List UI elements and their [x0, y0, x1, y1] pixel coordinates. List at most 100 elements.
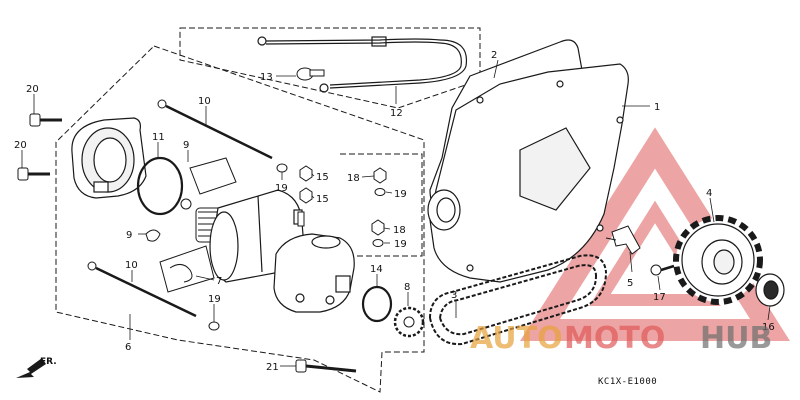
cable-terminal-end-b	[319, 83, 329, 93]
drive-sprocket	[393, 306, 425, 338]
callout-19-c: 19	[394, 239, 407, 250]
leader-7	[195, 275, 215, 281]
bolt-20-lower-head	[17, 167, 29, 181]
oil-seal-inner	[763, 280, 779, 300]
callout-9-lower: 9	[126, 230, 132, 241]
callout-19-b: 19	[394, 189, 407, 200]
bolt-20-lower	[17, 167, 50, 181]
leader-5	[629, 251, 633, 273]
cable-bolt-shank	[309, 69, 325, 77]
bolt-17-head	[650, 264, 662, 276]
long-bolt-lower	[87, 261, 197, 318]
long-bolt-upper	[157, 99, 273, 160]
brush-set-wire	[169, 264, 193, 283]
leader-15b	[311, 195, 315, 199]
chain-guide	[605, 225, 641, 255]
nut-15-a	[299, 165, 313, 182]
callout-20-lower: 20	[14, 140, 27, 151]
bolt-20-upper	[29, 113, 62, 127]
long-bolt-lower-head	[87, 261, 97, 271]
washer-19-a	[276, 163, 288, 173]
long-bolt-upper-head	[157, 99, 167, 109]
cover-hole-c	[616, 116, 624, 124]
brush-clip	[145, 229, 161, 242]
bolt-17	[650, 264, 675, 276]
callout-19-a: 19	[275, 183, 288, 194]
chain-upper-run	[429, 254, 607, 319]
leader-2	[493, 59, 499, 79]
oil-seal	[755, 273, 785, 307]
front-direction-indicator: FR.	[16, 357, 57, 378]
bolt-21	[295, 359, 357, 373]
front-housing-boss-b	[325, 295, 335, 305]
cable-bolt	[296, 67, 325, 81]
cover-hole-d	[466, 264, 474, 272]
callout-20-upper: 20	[26, 84, 39, 95]
stud-bolt	[297, 211, 305, 227]
leader-4	[709, 197, 715, 223]
starter-group-outline	[55, 45, 425, 393]
cover-hole-a	[476, 96, 484, 104]
callout-18-upper: 18	[347, 173, 360, 184]
front-housing-shaft	[335, 275, 351, 293]
chain-guide-plate	[611, 225, 641, 255]
callout-10-upper: 10	[198, 96, 211, 107]
callout-14: 14	[370, 264, 383, 275]
group-outlines	[55, 27, 481, 393]
watermark-text: AUTO MOTO HUB	[470, 321, 772, 356]
callout-17: 17	[653, 292, 666, 303]
chain-lower-run	[429, 271, 607, 346]
leader-lines	[21, 59, 771, 367]
cable-wire-upper-2	[265, 41, 441, 45]
driven-sprocket	[673, 215, 763, 305]
cable-bend	[329, 39, 468, 89]
cable-wire-upper	[265, 38, 441, 42]
washer-19-b	[208, 321, 220, 331]
brush-holder	[145, 157, 237, 242]
bolt-21-head	[295, 359, 307, 373]
starter-end-cover	[71, 117, 147, 199]
callout-6: 6	[125, 342, 131, 353]
cable-terminal-end-a	[257, 36, 267, 46]
leader-19b	[385, 191, 393, 194]
sprocket-8-hub	[403, 316, 415, 328]
front-arrow-icon	[16, 358, 46, 378]
brush-set-box	[159, 245, 215, 293]
callout-15-upper: 15	[316, 172, 329, 183]
starter-front-housing	[273, 233, 355, 313]
callout-4: 4	[706, 188, 712, 199]
motor-end-face	[209, 211, 239, 281]
end-cover-inner-ring	[93, 137, 127, 183]
chain-inner-lower	[439, 275, 597, 336]
callout-10-lower: 10	[125, 260, 138, 271]
cable-bend-2	[329, 42, 462, 86]
watermark-text-auto: AUTO	[470, 321, 563, 356]
callout-2: 2	[491, 50, 497, 61]
starter-cable	[257, 36, 468, 93]
drive-chain	[429, 254, 607, 346]
brush-set-frame	[159, 245, 215, 293]
callout-5: 5	[627, 278, 633, 289]
callout-15-lower: 15	[316, 194, 329, 205]
callout-21: 21	[266, 362, 279, 373]
callout-9-upper: 9	[183, 140, 189, 151]
end-cover-tab	[93, 181, 109, 193]
callout-numbers: 1 2 3 4 5 6 7 8 9 9 10 10 11 12 13 14 15…	[14, 50, 775, 373]
leader-15a	[311, 173, 315, 177]
bolt-21-shank	[305, 364, 357, 373]
callout-19-d: 19	[208, 294, 221, 305]
long-bolt-upper-shank	[165, 104, 273, 160]
drawing-code: KC1X-E1000	[598, 377, 657, 387]
callout-13: 13	[260, 72, 273, 83]
bolt-17-shank	[660, 264, 675, 272]
leader-18a	[361, 175, 375, 178]
washer-19-d	[372, 239, 384, 247]
brush-holder-plate	[189, 157, 237, 195]
brush-spring	[180, 198, 192, 210]
washer-19-c	[374, 188, 386, 196]
callout-7: 7	[216, 276, 222, 287]
cover-window	[519, 127, 591, 211]
front-housing-flange	[311, 235, 341, 249]
